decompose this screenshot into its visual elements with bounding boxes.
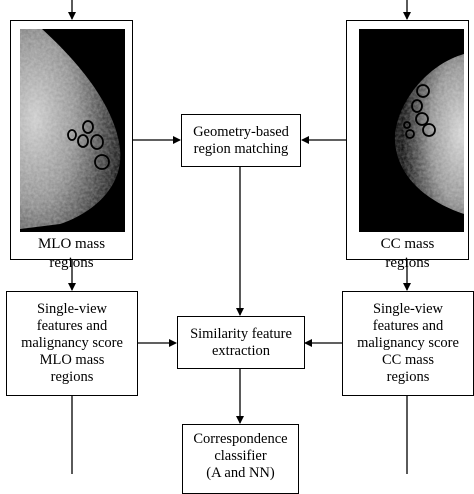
mlo-mammogram-image [20,29,125,232]
flowchart-connectors [68,0,411,474]
geometry-matching-label: Geometry-based region matching [193,123,289,157]
mlo-mammogram-icon [20,29,121,229]
cc-caption: CC mass regions [380,236,435,271]
single-view-cc-label: Single-view features and malignancy scor… [357,301,459,385]
mlo-image-box: MLO mass regions [10,20,133,271]
geometry-matching-box: Geometry-based region matching [181,114,301,167]
correspondence-classifier-label: Correspondence classifier (A and NN) [193,431,288,481]
single-view-cc-box: Single-view features and malignancy scor… [342,291,474,396]
single-view-mlo-box: Single-view features and malignancy scor… [6,291,138,396]
cc-mammogram-icon [394,54,464,214]
cc-mammogram-image [359,29,464,232]
single-view-mlo-label: Single-view features and malignancy scor… [21,301,123,385]
similarity-feature-label: Similarity feature extraction [190,325,292,359]
cc-image-box: CC mass regions [346,20,469,271]
similarity-feature-box: Similarity feature extraction [177,316,305,369]
mlo-caption: MLO mass regions [37,236,106,271]
correspondence-classifier-box: Correspondence classifier (A and NN) [182,424,299,494]
